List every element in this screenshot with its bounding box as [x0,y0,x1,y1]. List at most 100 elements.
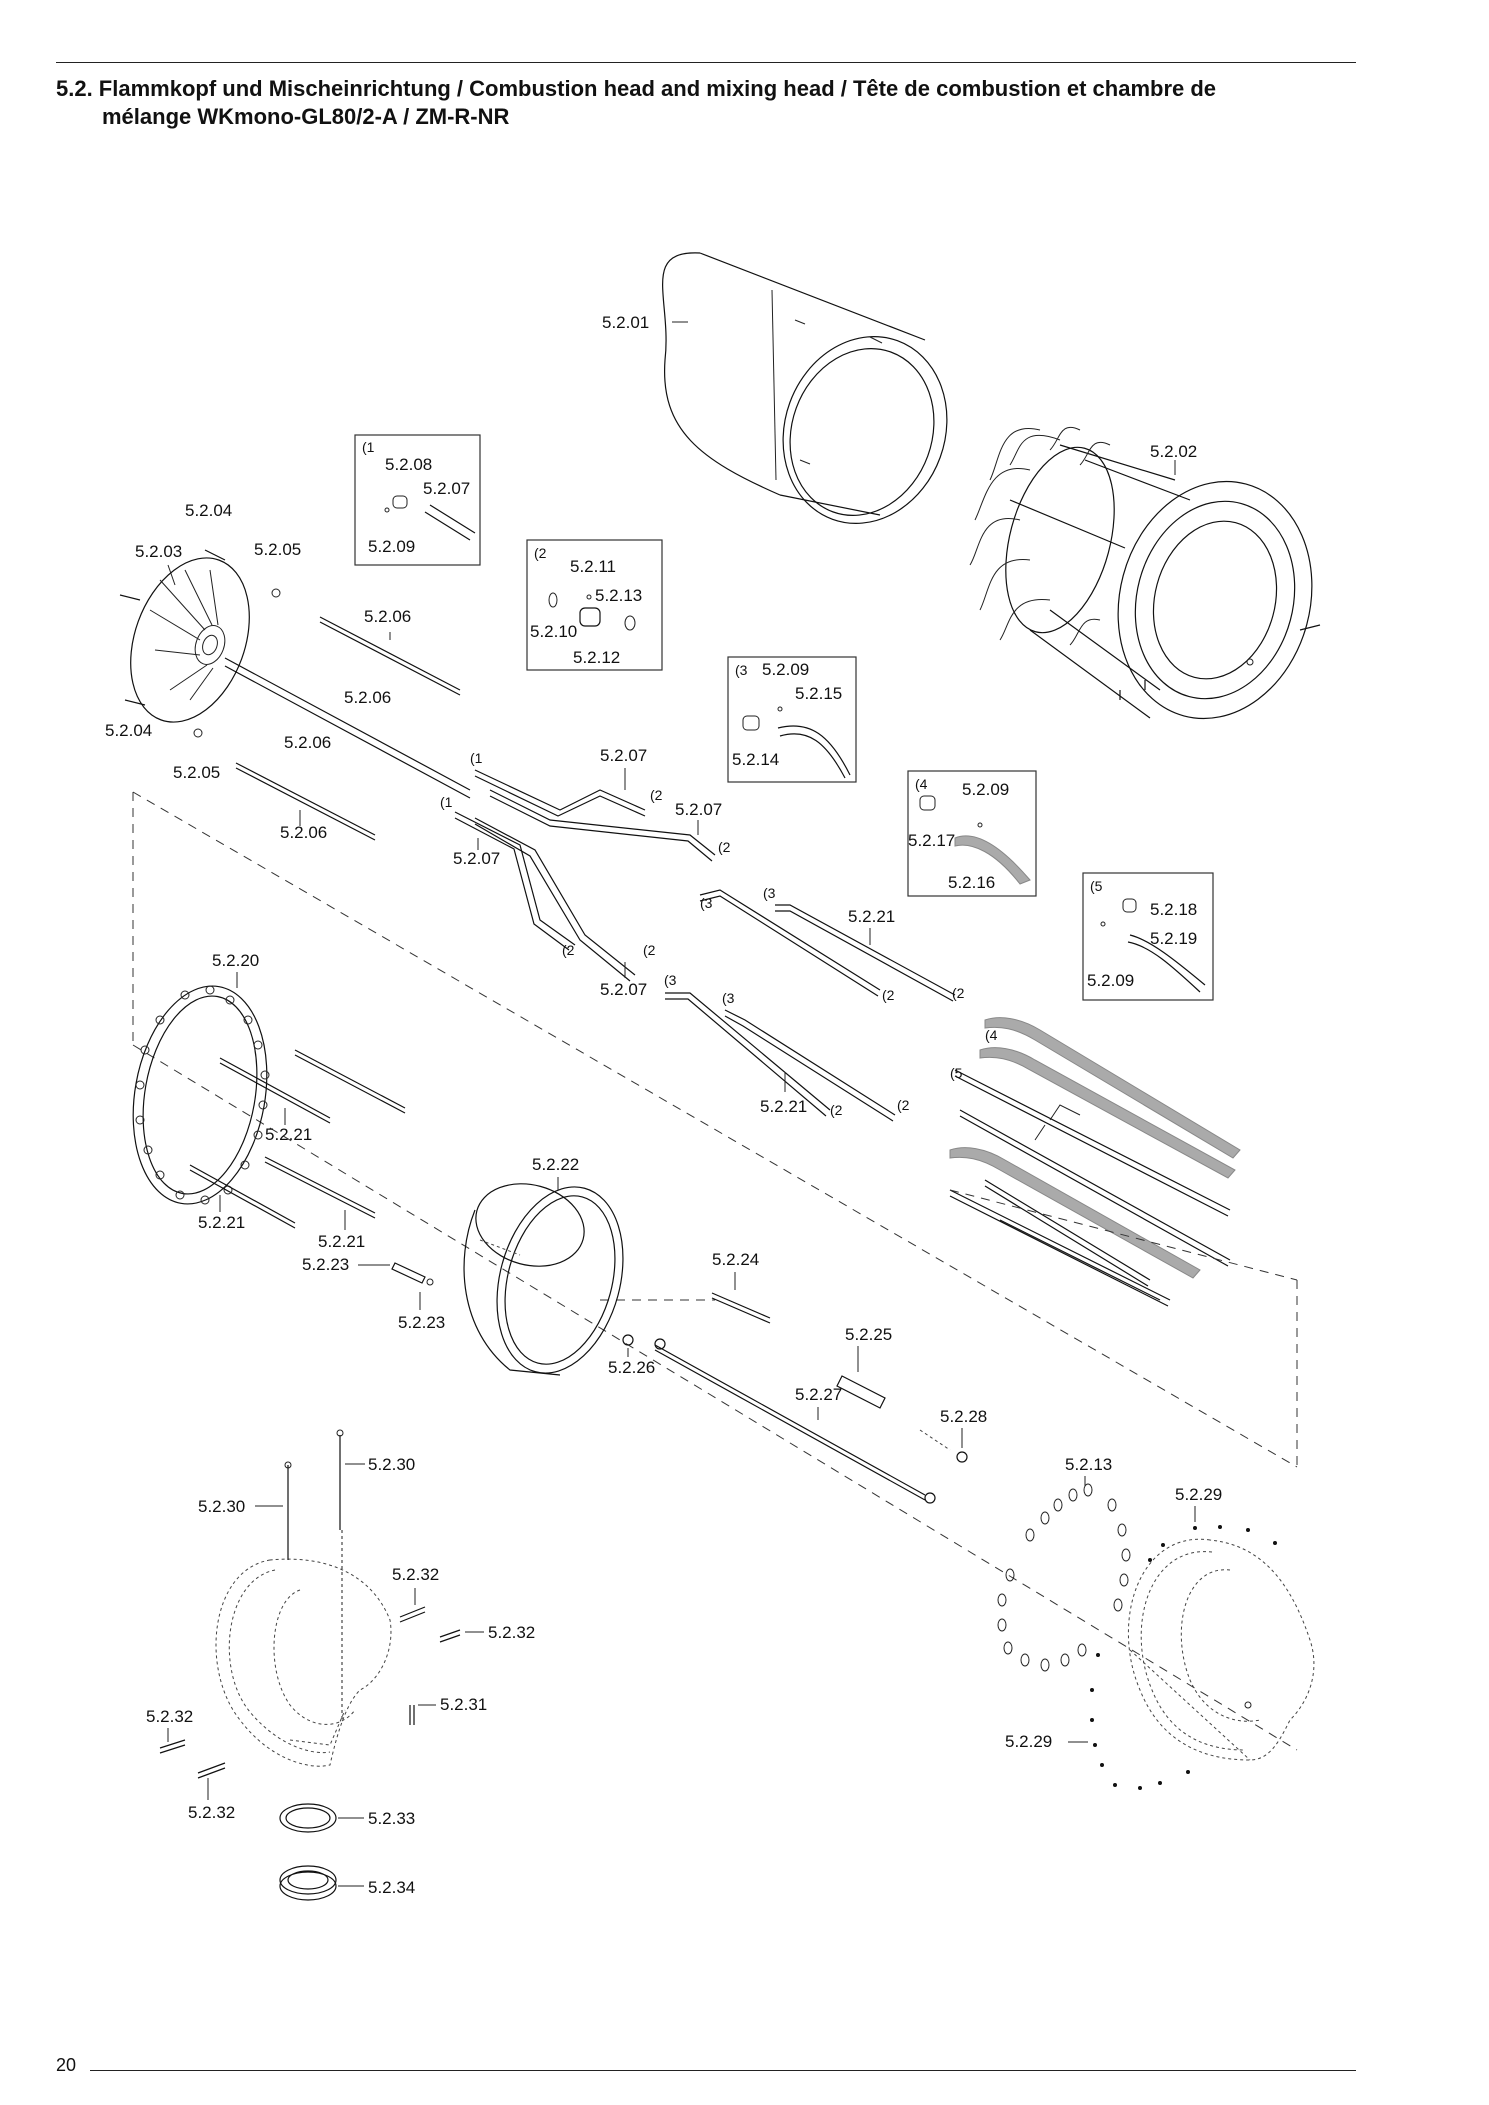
label-5-2-14: 5.2.14 [732,750,779,769]
label-5-2-06-c: 5.2.06 [284,733,331,752]
label-5-2-09-box1: 5.2.09 [368,537,415,556]
tube-ref-2b: (2 [718,839,731,855]
label-5-2-07-box: 5.2.07 [423,479,470,498]
label-5-2-05-bottom: 5.2.05 [173,763,220,782]
part-5-2-07-tubes [454,769,716,982]
label-5-2-21-d: 5.2.21 [198,1213,245,1232]
box-2-ref: (2 [534,545,547,561]
detail-box-5 [1082,872,1214,1001]
part-5-2-02-cage [969,427,1321,720]
tube-ref-2d: (2 [643,942,656,958]
label-5-2-09-box3: 5.2.09 [762,660,809,679]
label-5-2-07-e: 5.2.07 [600,980,647,999]
tube-ref-3d: (3 [722,990,735,1006]
label-5-2-23-a: 5.2.23 [302,1255,349,1274]
label-5-2-01: 5.2.01 [602,313,649,332]
label-5-2-04-bottom: 5.2.04 [105,721,152,740]
label-5-2-20: 5.2.20 [212,951,259,970]
label-5-2-23-b: 5.2.23 [398,1313,445,1332]
housing-right [1127,1538,1315,1761]
box-1-ref: (1 [362,439,375,455]
tube-ref-2a: (2 [650,787,663,803]
label-5-2-18: 5.2.18 [1150,900,1197,919]
tube-ref-3c: (3 [664,972,677,988]
part-5-2-01-tube [662,252,948,524]
label-5-2-25: 5.2.25 [845,1325,892,1344]
tube-ref-2c: (2 [562,942,575,958]
label-5-2-27: 5.2.27 [795,1385,842,1404]
label-5-2-30-a: 5.2.30 [198,1497,245,1516]
label-5-2-05-top: 5.2.05 [254,540,301,559]
detail-box-4 [907,770,1037,897]
grey-tube-bundle [949,1017,1241,1307]
label-5-2-15: 5.2.15 [795,684,842,703]
label-5-2-02: 5.2.02 [1150,442,1197,461]
label-5-2-13-b: 5.2.13 [1065,1455,1112,1474]
label-5-2-13-box: 5.2.13 [595,586,642,605]
detail-box-1 [354,434,481,566]
o-ring-set-5-2-13 [997,1483,1131,1672]
label-5-2-29-a: 5.2.29 [1175,1485,1222,1504]
label-5-2-34: 5.2.34 [368,1878,415,1897]
label-5-2-32-d: 5.2.32 [188,1803,235,1822]
label-5-2-21-a: 5.2.21 [848,907,895,926]
label-5-2-22: 5.2.22 [532,1155,579,1174]
tube-ref-3b: (3 [763,885,776,901]
label-5-2-24: 5.2.24 [712,1250,759,1269]
label-5-2-32-c: 5.2.32 [146,1707,193,1726]
housing-left [215,1429,392,1767]
title-line-2: mélange WKmono-GL80/2-A / ZM-R-NR [102,104,510,129]
label-5-2-06-b: 5.2.06 [344,688,391,707]
label-5-2-19: 5.2.19 [1150,929,1197,948]
box-5-ref: (5 [1090,878,1103,894]
label-5-2-21-c: 5.2.21 [265,1125,312,1144]
label-5-2-16: 5.2.16 [948,873,995,892]
label-5-2-09-box5: 5.2.09 [1087,971,1134,990]
label-5-2-11: 5.2.11 [570,557,616,576]
label-5-2-26: 5.2.26 [608,1358,655,1377]
label-5-2-31: 5.2.31 [440,1695,487,1714]
part-5-2-22-sleeve [463,1183,624,1376]
box-4-ref: (4 [915,776,928,792]
detail-box-3 [727,656,857,783]
label-5-2-12: 5.2.12 [573,648,620,667]
label-5-2-06-a: 5.2.06 [364,607,411,626]
top-rule [56,62,1356,63]
label-5-2-21-b: 5.2.21 [760,1097,807,1116]
label-5-2-21-e: 5.2.21 [318,1232,365,1251]
tube-ref-2f: (2 [952,985,965,1001]
box-3-ref: (3 [735,662,748,678]
title-line-1: 5.2. Flammkopf und Mischeinrichtung / Co… [56,76,1217,101]
part-5-2-20-ring [132,985,270,1205]
detail-box-2 [526,539,663,671]
label-5-2-07-d: 5.2.07 [453,849,500,868]
label-5-2-32-a: 5.2.32 [392,1565,439,1584]
bundle-ref-5: (5 [950,1065,963,1081]
label-5-2-03: 5.2.03 [135,542,182,561]
screw-set-5-2-29 [1090,1525,1277,1790]
label-5-2-28: 5.2.28 [940,1407,987,1426]
label-5-2-09-box4: 5.2.09 [962,780,1009,799]
label-5-2-04-top: 5.2.04 [185,501,232,520]
page-title: 5.2. Flammkopf und Mischeinrichtung / Co… [56,75,1376,131]
label-5-2-32-b: 5.2.32 [488,1623,535,1642]
tube-ref-2g: (2 [830,1102,843,1118]
tube-ref-2e: (2 [882,987,895,1003]
part-5-2-03-disc [130,557,471,799]
label-5-2-06-d: 5.2.06 [280,823,327,842]
label-5-2-33: 5.2.33 [368,1809,415,1828]
bundle-ref-4: (4 [985,1027,998,1043]
label-5-2-29-b: 5.2.29 [1005,1732,1052,1751]
label-5-2-08: 5.2.08 [385,455,432,474]
bottom-rule [90,2070,1356,2071]
label-5-2-17: 5.2.17 [908,831,955,850]
label-5-2-07-b: 5.2.07 [600,746,647,765]
label-5-2-10: 5.2.10 [530,622,577,641]
page-number: 20 [56,2055,77,2075]
tube-ref-2h: (2 [897,1097,910,1113]
tube-ref-1b: (1 [440,794,453,810]
tube-ref-1a: (1 [470,750,483,766]
tube-ref-3a: (3 [700,895,713,911]
label-5-2-30-b: 5.2.30 [368,1455,415,1474]
